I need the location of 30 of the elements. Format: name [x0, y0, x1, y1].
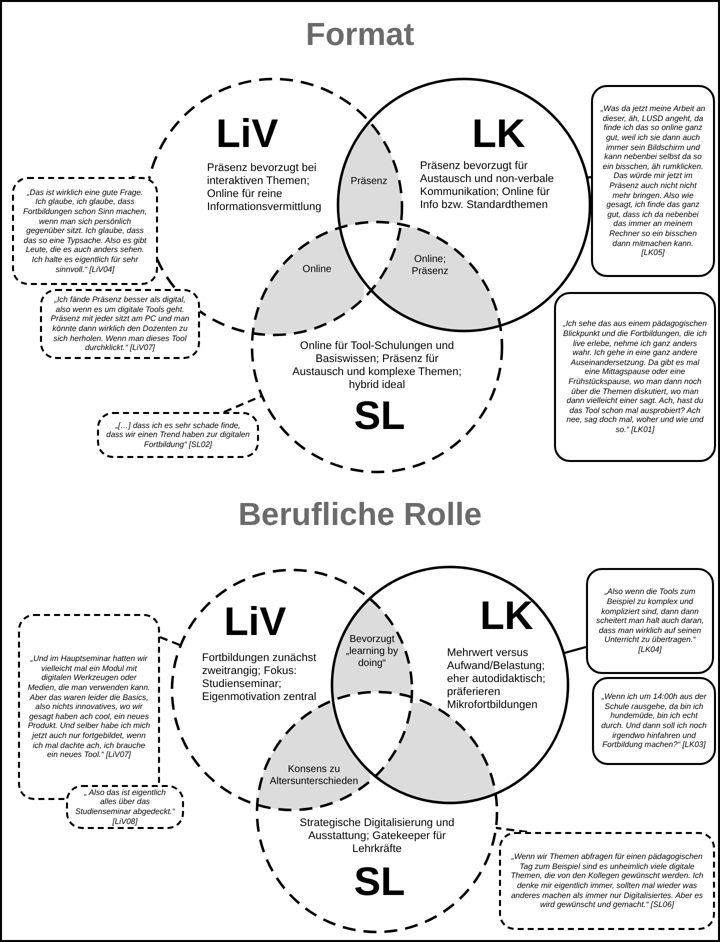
speech-bubble: „Wenn ich um 14:00h aus der Schule rausgehe, da bin ich hundemüde, bin ich echt durch. Und dann soll ich noch irgendwo hinfahren und Fortbildung machen?“ [LK03]: [592, 677, 716, 765]
circle-text: Mehrwert versus Aufwand/Belastung; eher autodidaktisch; präferieren Mikrofortbildungen: [447, 647, 546, 712]
circle-heading: LiV: [216, 112, 278, 156]
circle-heading: LK: [480, 594, 534, 638]
circle-heading: SL: [354, 394, 406, 438]
section-heading: Berufliche Rolle: [237, 496, 483, 533]
circle-text: Online für Tool-Schulungen und Basiswissen; Präsenz für Austausch und komplexe Themen; hybrid ideal: [292, 340, 462, 392]
bubble-tail: [563, 646, 586, 654]
circle-text: Präsenz bevorzugt für Austausch und non-verbale Kommunikation; Online für Info bzw. Standardthemen: [420, 160, 555, 212]
speech-bubble: „Das ist wirklich eine gute Frage. Ich glaube, ich glaube, dass Fortbildungen schon Sinn machen, wenn man sich persönlich gegenüber sitzt. Ich glaube, dass das so eine Typsache. Also es gibt Leute, die es auch anders sehen. Ich halte es eigentlich für sehr sinnvoll.“ [LiV04]: [12, 177, 158, 285]
venn-circle: [250, 220, 504, 474]
bubble-tail: [496, 826, 528, 834]
speech-bubble: „Ich fände Präsenz besser als digital, also wenn es um digitale Tools geht. Präsenz mit jeder sitzt am PC und man könnte dann wirklich den Dozenten zu sich herholen. Wenn man dieses Tool durchklickt.“ [LiV07]: [40, 289, 200, 359]
bubble-tail: [224, 394, 262, 414]
bubble-tail: [586, 176, 592, 179]
speech-bubble: „[…] dass ich es sehr schade finde, dass wir einen Trend haben zur digitalen Fortbildung“ [SL02]: [97, 412, 259, 458]
overlap-region: Konsens zu Altersunterschieden: [256, 703, 370, 811]
circle-text: Strategische Digitalisierung und Ausstattung; Gatekeeper für Lehrkräfte: [298, 817, 456, 856]
circle-heading: LK: [472, 112, 526, 156]
circle-text: Präsenz bevorzugt bei interaktiven Themen; Online für reine Informationsvermittlung: [207, 162, 322, 214]
speech-bubble: „Also wenn die Tools zum Beispiel zu komplex und kompliziert sind, dann dann scheitert man halt auch daran, dass man wirklich auf seinen Unterricht zu übertragen.“ [LK04]: [586, 568, 714, 674]
speech-bubble: „Ich sehe das aus einem pädagogischen Blickpunkt und die Fortbildungen, die ich live erlebe, nehme ich ganz anders wahr. Ich gehe in eine ganz andere Auseinandersetzung. Da gibt es mal eine Mittagspause oder eine Frühstückspause, wo man dann noch über die Themen diskutiert, wo man dann vielleicht einer sagt. Ach, hast du das Tool schon mal ausprobiert? Ach nee, sag doch mal, woher und wie und so.“ [LK01]: [554, 292, 716, 462]
speech-bubble: „ Also das ist eigentlich alles über das Studienseminar abgedeckt.“ [LiV08]: [66, 785, 184, 829]
circle-heading: LiV: [224, 600, 286, 644]
section-heading: Format: [304, 16, 416, 53]
speech-bubble: „Was da jetzt meine Arbeit an dieser, äh, LUSD angeht, da finde ich das so online ganz gut, weil ich sie dann auch immer sein Bildschirm und kann nebenbei selbst da so ein bisschen, äh rumklicken. Das würde mir jetzt im Präsenz auch nicht nicht mehr bringen. Also wie gesagt, ich finde das ganz gut, dass ich da nebenbei das immer an meinem Rechner so ein bisschen dann mitmachen kann. [LK05]: [591, 85, 715, 277]
bubble-tail: [160, 636, 181, 646]
circle-heading: SL: [354, 860, 406, 904]
speech-bubble: „Wenn wir Themen abfragen für einen pädagogischen Tag zum Beispiel sind es unheimlich viele digitale Themen, die von den Kollegen gewünscht werden. Ich denke mir eigentlich immer, sollten mal wieder was anderes machen als immer nur Digitalisiertes. Aber es wird gewünscht und gemacht.“ [SL06]: [499, 832, 715, 930]
circle-text: Fortbildungen zunächst zweitrangig; Fokus: Studienseminar; Eigenmotivation zentral: [202, 652, 318, 704]
